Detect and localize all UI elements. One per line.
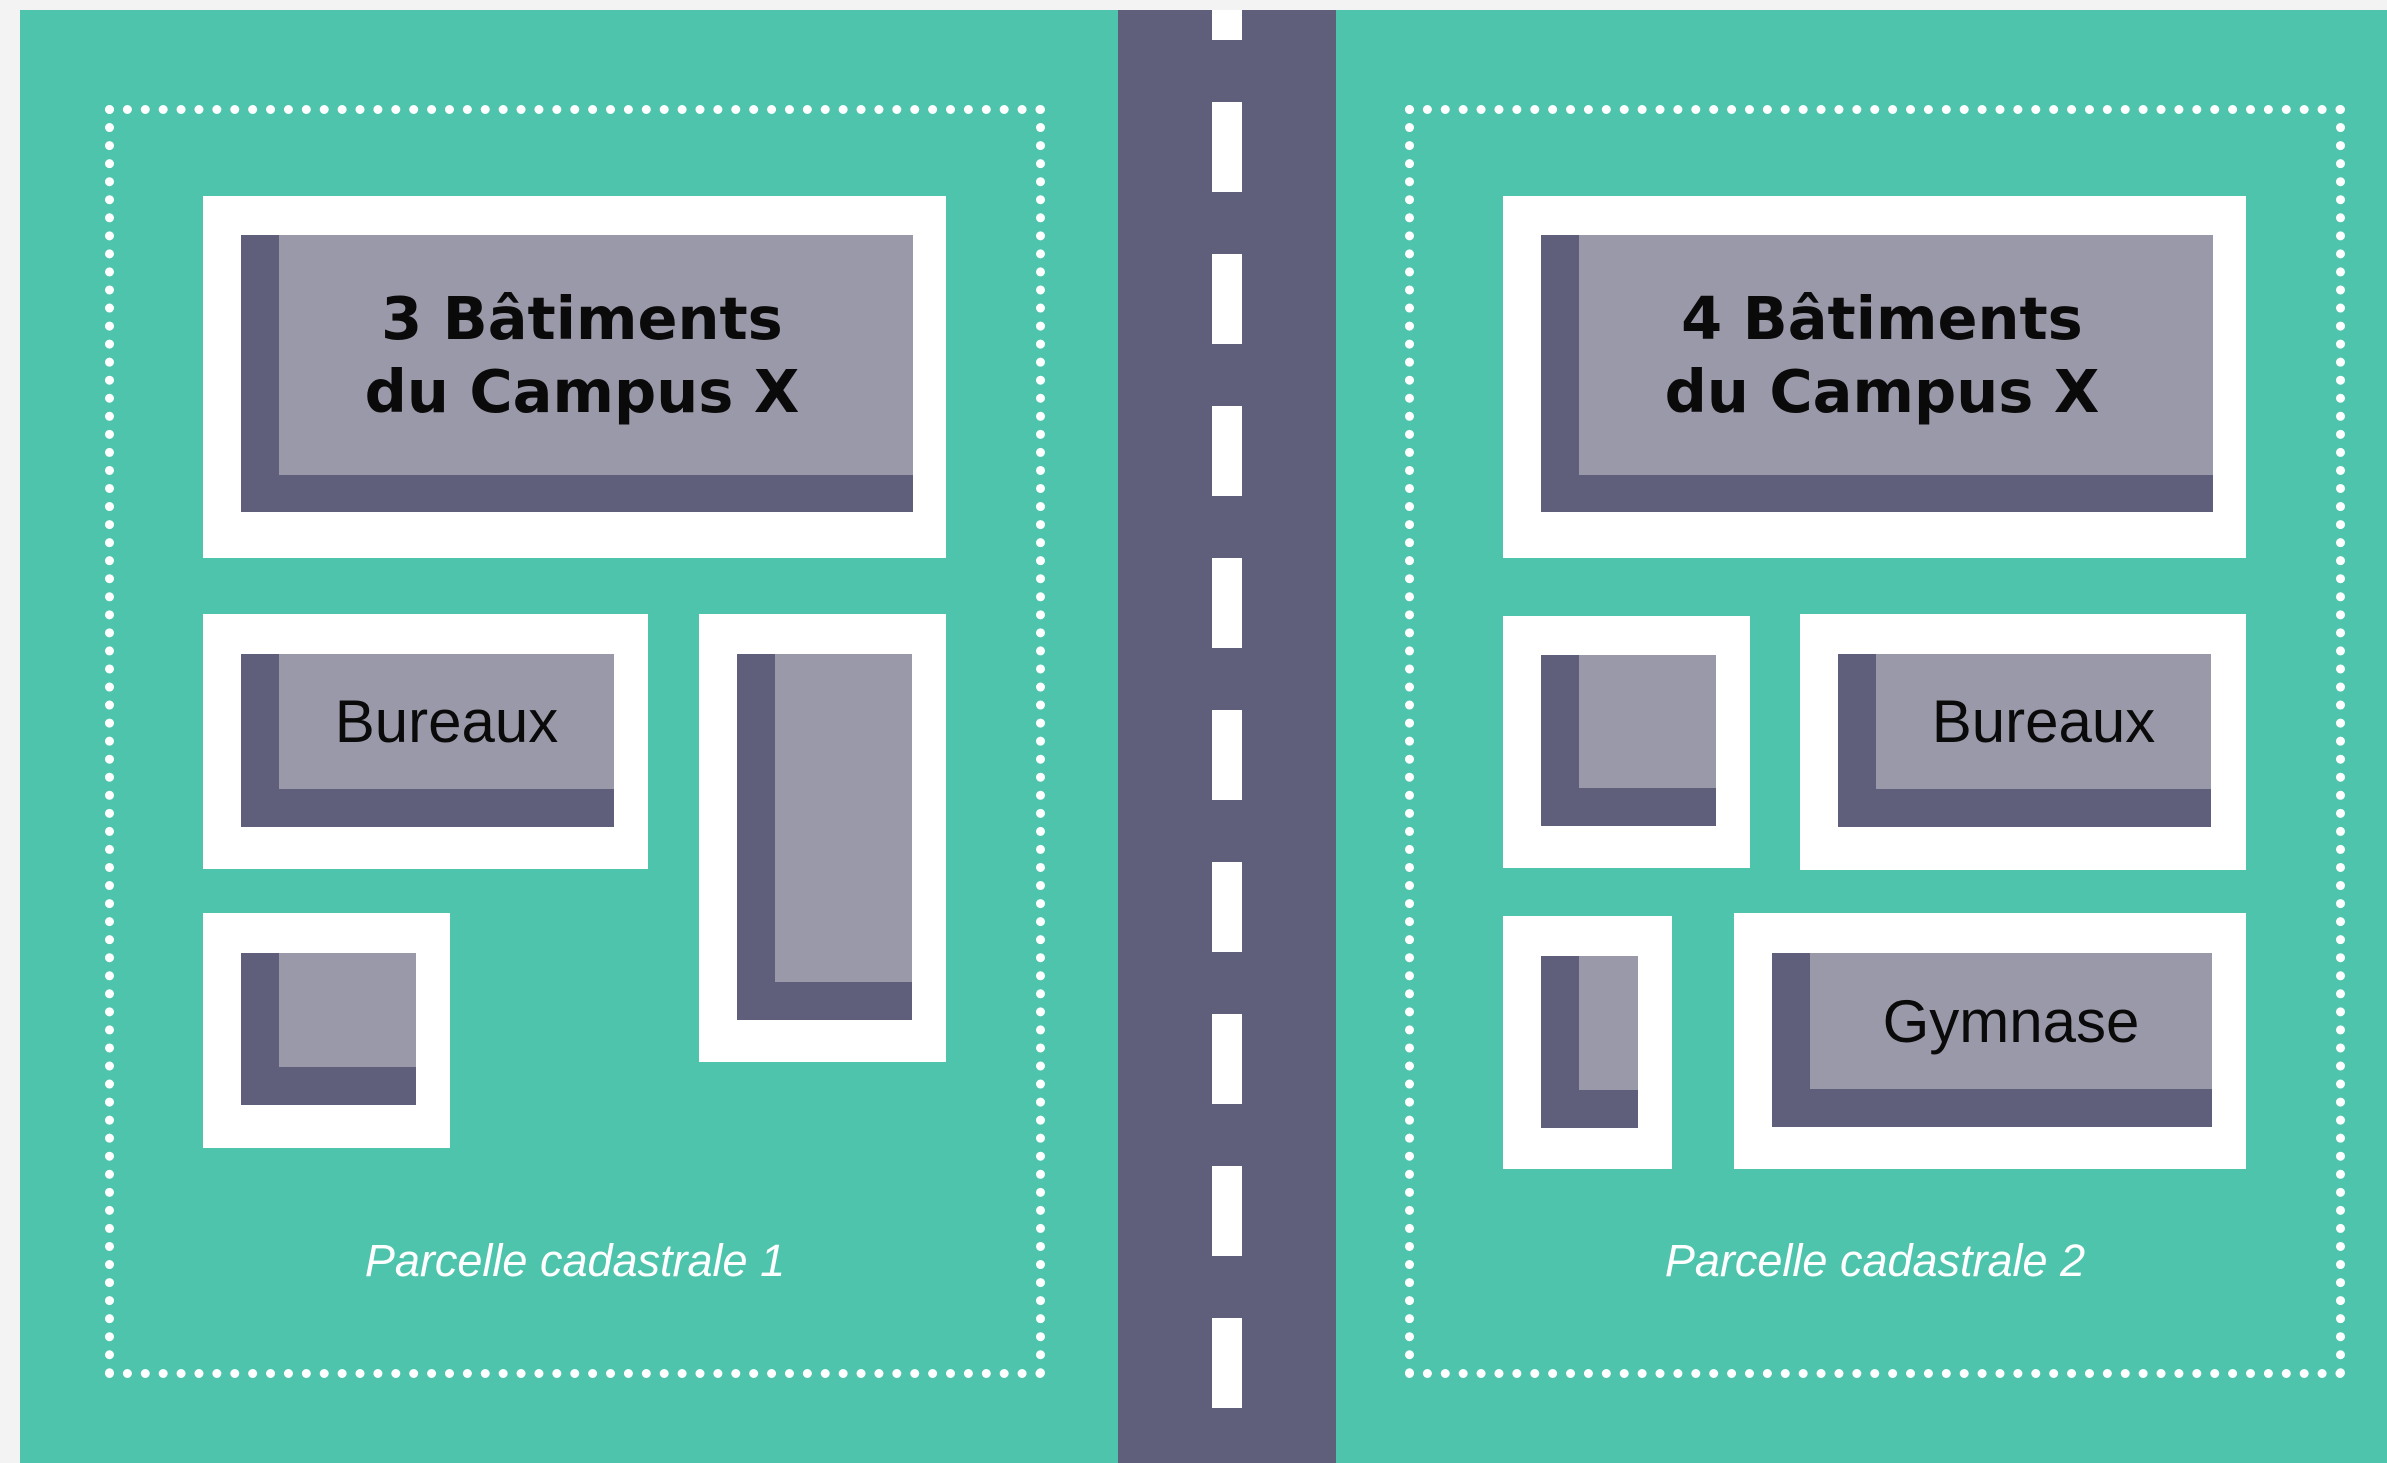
parcel-1-small-building-roof [279, 953, 416, 1067]
parcel-2-offices-label: Bureaux [1931, 688, 2156, 755]
parcel-1-main-building-label: 3 Bâtiments du Campus X [365, 282, 800, 428]
parcel-2-small-building [1541, 655, 1716, 826]
parcel-2-main-building-line1: 4 Bâtiments [1681, 284, 2083, 353]
parcel-2-gym-label: Gymnase [1882, 987, 2140, 1055]
parcel-1-small-building [241, 953, 416, 1105]
parcel-2-narrow-building-plot [1503, 916, 1672, 1169]
parcel-2-offices-plot: Bureaux [1800, 614, 2246, 870]
parcel-1-tall-building-roof [775, 654, 912, 982]
parcel-2-small-building-roof [1579, 655, 1716, 788]
parcel-1-tall-building-plot [699, 614, 946, 1062]
parcel-1-main-building: 3 Bâtiments du Campus X [241, 235, 913, 512]
road-dash [1212, 1318, 1242, 1408]
parcel-1-main-building-line1: 3 Bâtiments [381, 284, 783, 353]
parcel-2-small-building-plot [1503, 616, 1750, 868]
parcel-2-gym-plot: Gymnase [1734, 913, 2246, 1169]
road-dash [1212, 102, 1242, 192]
road-dash [1212, 10, 1242, 40]
road-dash [1212, 406, 1242, 496]
road-dash [1212, 1166, 1242, 1256]
parcel-1-boundary [105, 105, 1045, 1378]
parcel-2-main-building-label: 4 Bâtiments du Campus X [1665, 282, 2100, 428]
road-dash [1212, 254, 1242, 344]
road-dash [1212, 710, 1242, 800]
parcel-1-offices-building: Bureaux [241, 654, 614, 827]
parcel-2-main-building-plot: 4 Bâtiments du Campus X [1503, 196, 2246, 558]
road-dash [1212, 862, 1242, 952]
road-dash [1212, 558, 1242, 648]
parcel-1-main-building-roof: 3 Bâtiments du Campus X [279, 235, 913, 475]
parcel-2-offices-building: Bureaux [1838, 654, 2211, 827]
parcel-1-main-building-plot: 3 Bâtiments du Campus X [203, 196, 946, 558]
parcel-2-main-building-roof: 4 Bâtiments du Campus X [1579, 235, 2213, 475]
parcel-2-gym-roof: Gymnase [1810, 953, 2212, 1089]
parcel-1-offices-roof: Bureaux [279, 654, 614, 789]
parcel-1-label: Parcelle cadastrale 1 [364, 1235, 786, 1286]
parcel-2-narrow-building-roof [1579, 956, 1638, 1090]
parcel-2-main-building: 4 Bâtiments du Campus X [1541, 235, 2213, 512]
parcel-1-offices-label: Bureaux [334, 688, 559, 755]
parcel-1-tall-building [737, 654, 912, 1020]
parcel-1-main-building-line2: du Campus X [364, 357, 800, 426]
parcel-1-offices-plot: Bureaux [203, 614, 648, 869]
parcel-1-small-building-plot [203, 913, 450, 1148]
parcel-2-main-building-line2: du Campus X [1664, 357, 2100, 426]
road [1118, 10, 1336, 1463]
parcel-2-label: Parcelle cadastrale 2 [1664, 1235, 2086, 1286]
parcel-2-narrow-building [1541, 956, 1638, 1128]
parcel-2-boundary [1405, 105, 2345, 1378]
parcel-2-gym-building: Gymnase [1772, 953, 2212, 1127]
road-dash [1212, 1014, 1242, 1104]
parcel-2-offices-roof: Bureaux [1876, 654, 2211, 789]
